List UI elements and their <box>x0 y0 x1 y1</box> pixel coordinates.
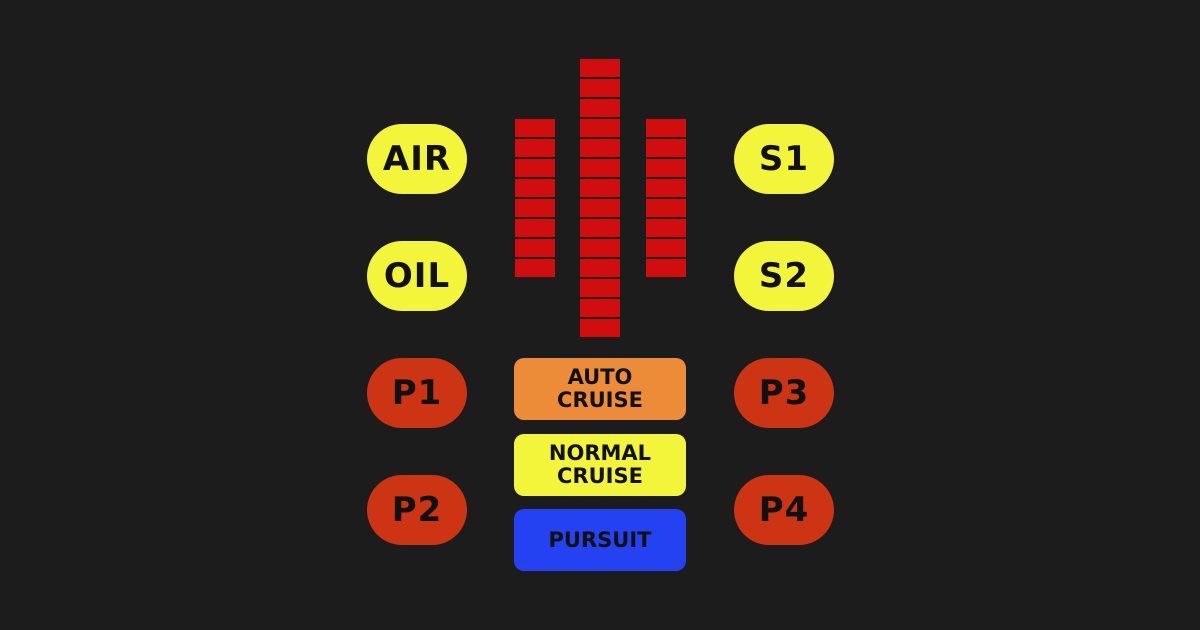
meter-segment <box>515 259 555 277</box>
meter-segment <box>580 219 620 237</box>
meter-segment <box>515 179 555 197</box>
oil-indicator[interactable]: OIL <box>367 241 467 311</box>
meter-segment <box>580 259 620 277</box>
p2-indicator[interactable]: P2 <box>367 475 467 545</box>
meter-segment <box>580 139 620 157</box>
meter-segment <box>580 279 620 297</box>
meter-segment <box>515 139 555 157</box>
oil-indicator-label: OIL <box>383 256 451 296</box>
meter-segment <box>580 119 620 137</box>
meter-segment <box>646 199 686 217</box>
voice-meter-center-column <box>580 59 620 337</box>
meter-segment <box>515 239 555 257</box>
meter-segment <box>580 239 620 257</box>
normal-cruise-button[interactable]: NORMAL CRUISE <box>514 434 686 496</box>
p3-indicator-label: P3 <box>758 373 810 413</box>
meter-segment <box>646 259 686 277</box>
meter-segment <box>580 159 620 177</box>
meter-segment <box>646 119 686 137</box>
air-indicator-label: AIR <box>382 139 452 179</box>
meter-segment <box>580 79 620 97</box>
p1-indicator-label: P1 <box>391 373 443 413</box>
s2-indicator[interactable]: S2 <box>734 241 834 311</box>
auto-cruise-button[interactable]: AUTO CRUISE <box>514 358 686 420</box>
normal-cruise-line2: CRUISE <box>557 464 643 488</box>
pursuit-label: PURSUIT <box>548 527 652 552</box>
p2-indicator-label: P2 <box>391 490 443 530</box>
s2-indicator-label: S2 <box>758 256 810 296</box>
air-indicator[interactable]: AIR <box>367 124 467 194</box>
meter-segment <box>580 59 620 77</box>
p3-indicator[interactable]: P3 <box>734 358 834 428</box>
meter-segment <box>646 179 686 197</box>
pursuit-button[interactable]: PURSUIT <box>514 509 686 571</box>
normal-cruise-line1: NORMAL <box>548 441 652 465</box>
meter-segment <box>515 219 555 237</box>
auto-cruise-line1: AUTO <box>567 365 633 389</box>
meter-segment <box>580 319 620 337</box>
voice-meter-right-column <box>646 119 686 277</box>
meter-segment <box>515 119 555 137</box>
meter-segment <box>646 239 686 257</box>
meter-segment <box>580 199 620 217</box>
meter-segment <box>515 159 555 177</box>
meter-segment <box>580 179 620 197</box>
meter-segment <box>646 139 686 157</box>
meter-segment <box>580 299 620 317</box>
p4-indicator-label: P4 <box>758 490 810 530</box>
meter-segment <box>646 219 686 237</box>
meter-segment <box>515 199 555 217</box>
p1-indicator[interactable]: P1 <box>367 358 467 428</box>
meter-segment <box>580 99 620 117</box>
p4-indicator[interactable]: P4 <box>734 475 834 545</box>
voice-meter-left-column <box>515 119 555 277</box>
meter-segment <box>646 159 686 177</box>
s1-indicator-label: S1 <box>758 139 810 179</box>
auto-cruise-line2: CRUISE <box>557 388 643 412</box>
s1-indicator[interactable]: S1 <box>734 124 834 194</box>
